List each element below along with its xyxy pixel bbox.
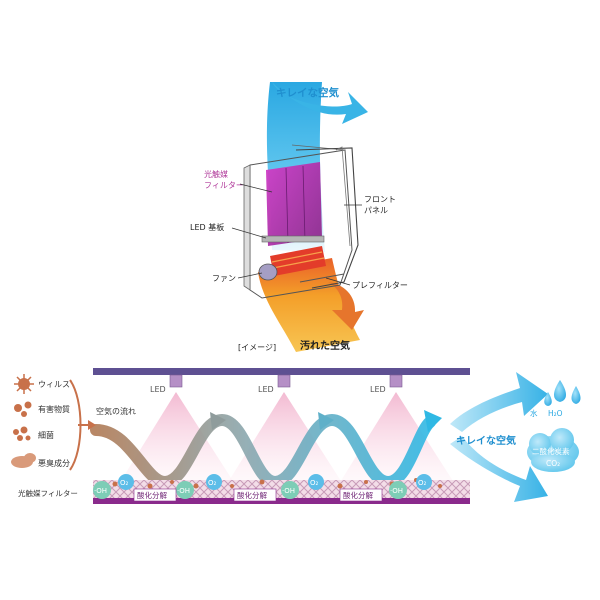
photocatalyst-label-1: 光触媒 bbox=[204, 169, 228, 179]
clean-air-label-top: キレイな空気 bbox=[276, 86, 339, 99]
bacteria-icon bbox=[13, 426, 31, 441]
co2-name-label: 二酸化炭素 bbox=[532, 446, 570, 456]
photocatalyst-label-2: フィルター bbox=[204, 181, 244, 190]
oh-bubble-3 bbox=[281, 481, 299, 499]
front-panel-label-1: フロント bbox=[364, 195, 396, 204]
bottom-rail bbox=[93, 498, 470, 504]
o2-bubble-1 bbox=[118, 474, 134, 490]
led-label-1: LED bbox=[150, 385, 166, 394]
decomposition-label-2: 酸化分解 bbox=[237, 490, 267, 500]
led-board bbox=[261, 235, 325, 243]
water-drop-icon bbox=[544, 380, 581, 406]
mechanism-diagram: LED LED LED ·OH O₂ ·OH O₂ bbox=[90, 368, 470, 504]
oh-bubble-2 bbox=[176, 481, 194, 499]
photocatalyst-filter-block bbox=[266, 162, 322, 246]
o2-text-2: O₂ bbox=[208, 479, 217, 487]
pollutant-label-odor: 悪臭成分 bbox=[38, 458, 70, 468]
o2-bubble-3 bbox=[308, 474, 324, 490]
oh-bubble-1 bbox=[93, 481, 111, 499]
led-label-2: LED bbox=[258, 385, 274, 394]
airflow-arrowhead-2 bbox=[318, 412, 334, 430]
prefilter-label: プレフィルター bbox=[352, 281, 408, 290]
oh-text-1: ·OH bbox=[94, 487, 107, 495]
clean-air-arrow-down bbox=[450, 436, 548, 502]
fan-label: ファン bbox=[212, 274, 236, 283]
o2-text-4: O₂ bbox=[418, 479, 427, 487]
oh-text-3: ·OH bbox=[282, 487, 295, 495]
clean-air-arrow-up bbox=[450, 372, 548, 432]
harmful-substance-icon bbox=[14, 401, 32, 417]
o2-text-3: O₂ bbox=[310, 479, 319, 487]
decomposition-label-1: 酸化分解 bbox=[137, 490, 167, 500]
water-label: 水 bbox=[530, 408, 538, 418]
front-panel bbox=[295, 147, 359, 289]
pollutant-label-bacteria: 細菌 bbox=[38, 430, 54, 440]
purifier-illustration bbox=[243, 82, 368, 352]
front-panel-label-2: パネル bbox=[364, 206, 388, 215]
clean-air-stream-curl bbox=[272, 82, 368, 124]
dirty-air-arrow bbox=[328, 282, 364, 330]
dirty-air-label: 汚れた空気 bbox=[300, 339, 350, 352]
pollutant-list: ウィルス 有害物質 細菌 悪臭成分 光触媒フィルター bbox=[11, 374, 96, 498]
radical-bubbles: ·OH O₂ ·OH O₂ ·OH O₂ ·OH O₂ bbox=[93, 474, 432, 499]
fan-motor bbox=[258, 263, 278, 281]
led-board-label: LED 基板 bbox=[190, 222, 224, 232]
oh-text-4: ·OH bbox=[390, 487, 403, 495]
pollutant-label-virus: ウィルス bbox=[38, 380, 70, 389]
oh-text-2: ·OH bbox=[177, 487, 190, 495]
photocatalyst-filter-label: 光触媒フィルター bbox=[18, 488, 78, 498]
o2-text-1: O₂ bbox=[120, 479, 129, 487]
oh-bubble-4 bbox=[389, 481, 407, 499]
led-units: LED LED LED bbox=[150, 374, 403, 394]
odor-icon bbox=[11, 453, 36, 468]
o2-bubble-2 bbox=[206, 474, 222, 490]
co2-formula-label: CO₂ bbox=[546, 459, 560, 468]
led-label-3: LED bbox=[370, 385, 386, 394]
virus-icon bbox=[14, 374, 34, 394]
airflow-arrowhead-3 bbox=[424, 410, 442, 432]
decomposition-badges: 酸化分解 酸化分解 酸化分解 bbox=[133, 488, 383, 502]
o2-bubble-4 bbox=[416, 474, 432, 490]
image-note: [イメージ] bbox=[238, 343, 276, 352]
prefilter bbox=[299, 273, 345, 283]
airflow-arrowhead-1 bbox=[210, 412, 226, 430]
top-labels: キレイな空気 光触媒 フィルター LED 基板 ファン フロント パネル プレフ… bbox=[190, 86, 408, 352]
clean-air-label-bottom: キレイな空気 bbox=[456, 434, 516, 447]
pollutant-label-harmful: 有害物質 bbox=[38, 404, 70, 414]
airflow-label: 空気の流れ bbox=[96, 406, 136, 416]
top-rail bbox=[93, 368, 470, 375]
decomposition-label-3: 酸化分解 bbox=[343, 490, 373, 500]
h2o-label: H₂O bbox=[548, 409, 563, 418]
dirty-air-stream bbox=[258, 258, 360, 352]
co2-cloud-icon bbox=[527, 428, 579, 472]
clean-air-output: キレイな空気 水 H₂O 二酸化炭素 CO₂ bbox=[450, 372, 581, 502]
